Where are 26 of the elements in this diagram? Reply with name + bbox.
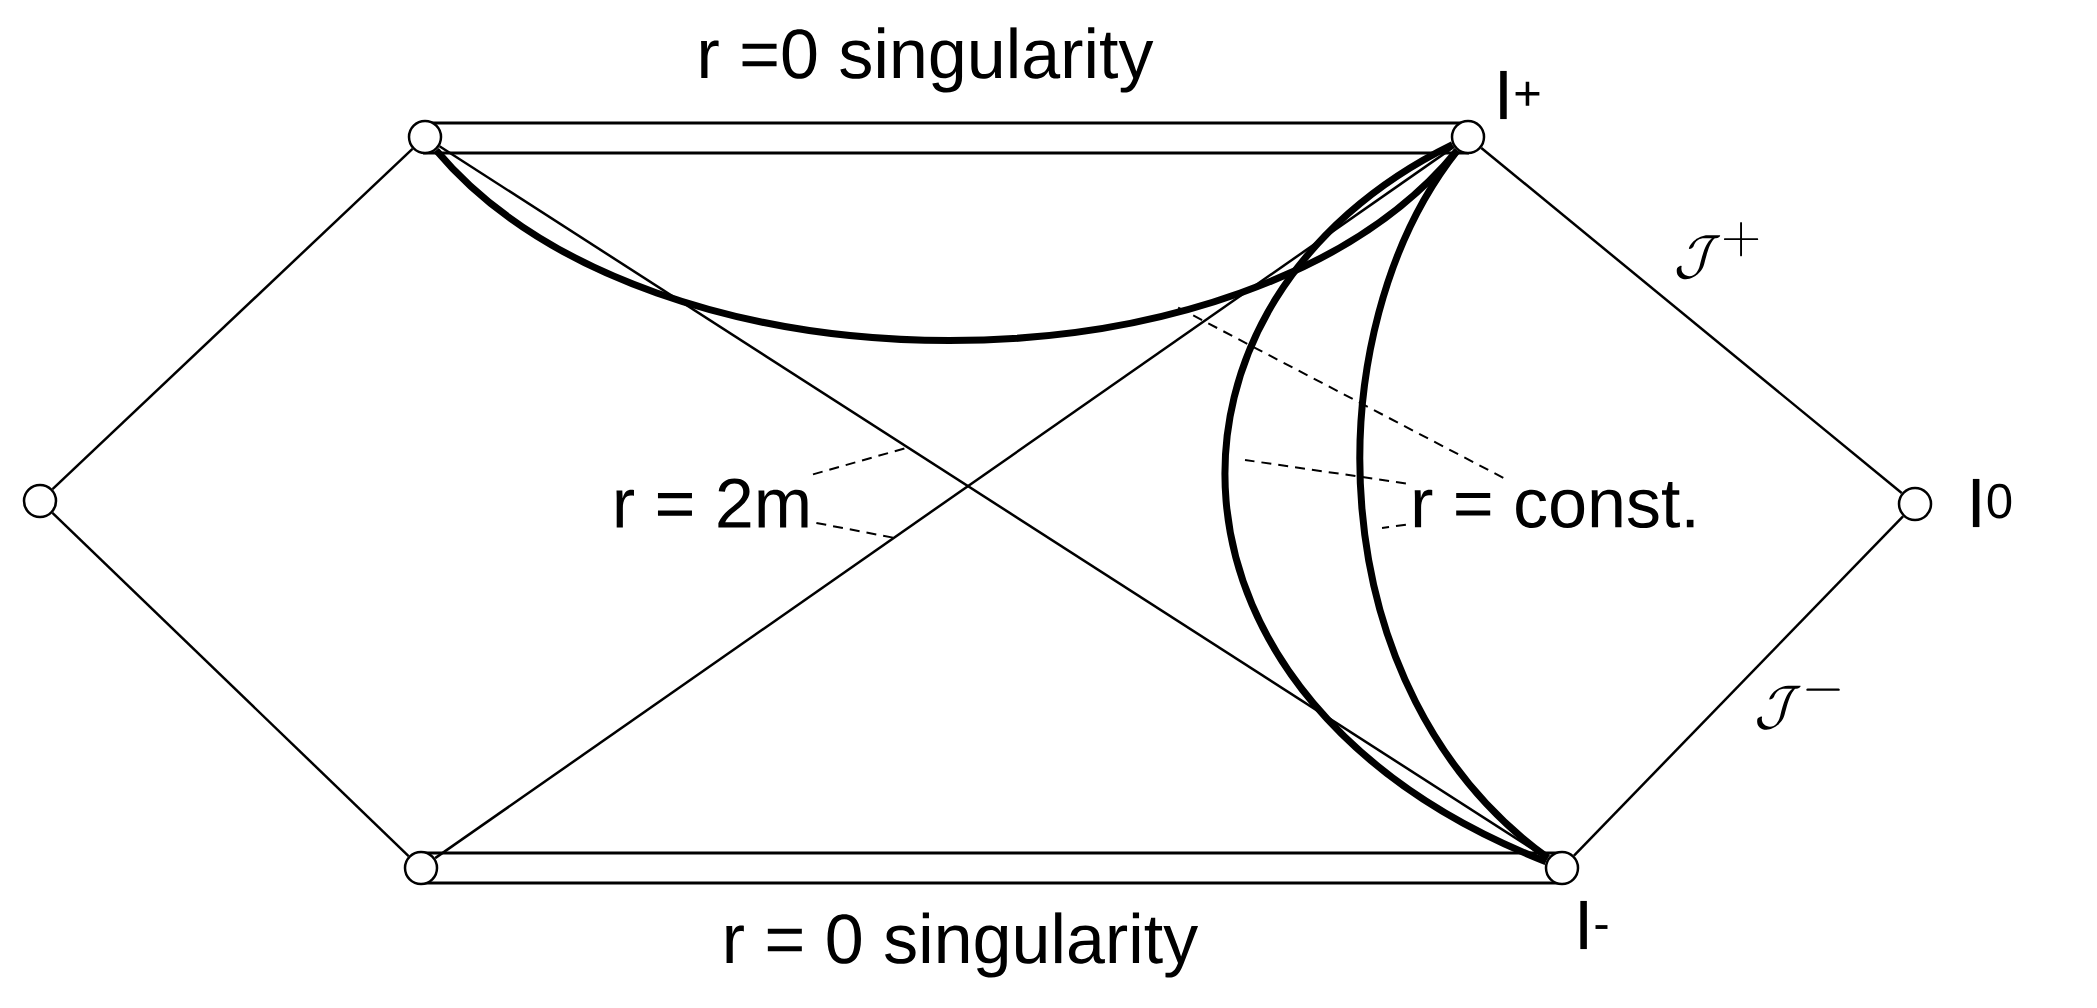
endpoint-circle [1450, 119, 1486, 155]
diagram-line [51, 512, 410, 857]
endpoint-circle [403, 850, 439, 886]
point-label: I$^{-}$ [1580, 900, 1608, 950]
endpoint-circle [1897, 486, 1933, 522]
leader-line [815, 521, 896, 539]
endpoint-circle [22, 483, 58, 519]
singularity-label: r =0 singularity [701, 27, 1154, 93]
edge-label: $\mathcal{J}^+$ [1676, 222, 1759, 280]
curve-label: r = 2m [616, 478, 808, 528]
leader-line [1381, 523, 1407, 529]
diagram-line [1573, 515, 1904, 857]
leader-line [812, 447, 907, 476]
endpoint-circle [407, 119, 443, 155]
leader-line [1244, 459, 1407, 485]
diagram-line [51, 147, 414, 491]
endpoint-circle [1544, 850, 1580, 886]
point-label: I$^{0}$ [1972, 478, 2012, 528]
singularity-label: r = 0 singularity [726, 912, 1199, 978]
edge-label: $\mathcal{J}^-$ [1757, 685, 1840, 730]
point-label: I$^{+}$ [1500, 70, 1540, 120]
leader-line [1176, 306, 1505, 479]
constant-r-curve [1222, 141, 1548, 865]
constant-r-curve [1356, 148, 1551, 861]
diagram-line [1480, 146, 1903, 494]
curve-label: r = const. [1414, 482, 1694, 528]
